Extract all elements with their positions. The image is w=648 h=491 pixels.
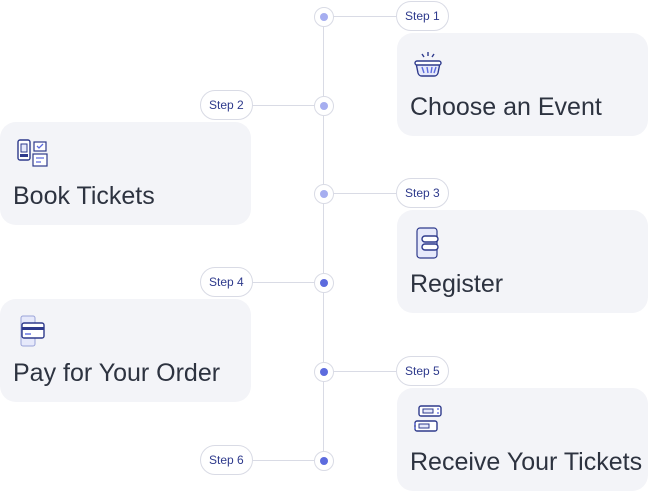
step-3-pill: Step 3: [396, 178, 449, 208]
connector-2: [252, 105, 315, 106]
step-4-card: Pay for Your Order: [0, 299, 251, 402]
step-2-title: Book Tickets: [13, 182, 155, 210]
timeline-node-3: [314, 184, 334, 204]
timeline-node-5: [314, 362, 334, 382]
step-4-title: Pay for Your Order: [13, 359, 221, 387]
step-5-card: Receive Your Tickets: [397, 388, 648, 491]
basket-icon: [411, 49, 445, 83]
payment-card-icon: [14, 315, 48, 349]
step-1-title: Choose an Event: [410, 93, 602, 121]
step-2-pill: Step 2: [200, 90, 253, 120]
step-2-card: Book Tickets: [0, 122, 251, 225]
step-4-pill: Step 4: [200, 267, 253, 297]
step-1-pill: Step 1: [396, 1, 449, 31]
connector-4: [252, 282, 315, 283]
connector-1: [333, 16, 397, 17]
ticket-booking-icon: [14, 138, 48, 172]
step-5-pill: Step 5: [396, 356, 449, 386]
connector-3: [333, 193, 397, 194]
step-3-title: Register: [410, 270, 504, 298]
step-3-card: Register: [397, 210, 648, 313]
timeline-node-6: [314, 451, 334, 471]
connector-5: [333, 371, 397, 372]
tickets-icon: [411, 404, 445, 438]
timeline-node-4: [314, 273, 334, 293]
connector-6: [252, 460, 315, 461]
step-5-title: Receive Your Tickets: [410, 448, 643, 476]
timeline-line: [323, 16, 324, 461]
step-6-pill: Step 6: [200, 445, 253, 475]
timeline-node-1: [314, 7, 334, 27]
step-1-card: Choose an Event: [397, 33, 648, 136]
timeline-node-2: [314, 96, 334, 116]
register-form-icon: [411, 226, 445, 260]
